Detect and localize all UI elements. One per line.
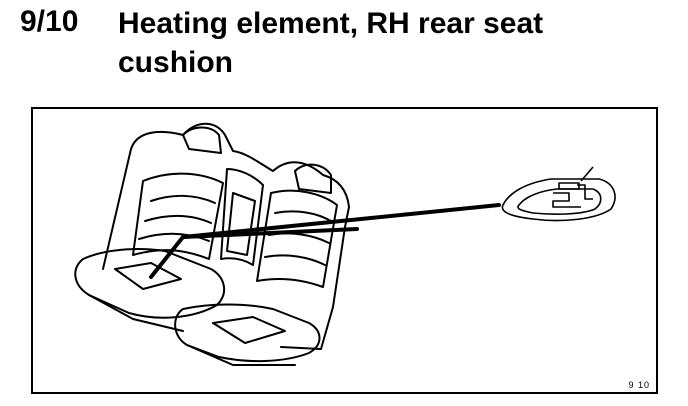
leader-line-lower bbox=[181, 227, 359, 239]
headrest-right bbox=[294, 163, 332, 194]
leader-line-upper bbox=[181, 203, 501, 239]
heating-element-wire2 bbox=[577, 184, 593, 200]
backrest-panel-right bbox=[256, 189, 338, 288]
seat-cushion-left-pad bbox=[114, 262, 182, 290]
backrest-center-inner bbox=[226, 192, 256, 256]
heating-element-inner bbox=[517, 188, 602, 215]
heating-element-connector bbox=[558, 182, 580, 190]
seat-front-edge-right bbox=[186, 344, 296, 366]
backrest-panel-left bbox=[132, 172, 224, 260]
page-title: Heating element, RH rear seat cushion bbox=[118, 7, 544, 79]
seat-cushion-right-pad bbox=[212, 316, 286, 344]
seat-cushion-left bbox=[74, 248, 226, 319]
heating-element-pad bbox=[501, 178, 616, 222]
leader-line-down bbox=[149, 235, 185, 279]
section-number: 9/10 bbox=[20, 5, 79, 38]
seat-front-edge bbox=[88, 294, 184, 332]
backrest-panel-right-inner3 bbox=[264, 254, 326, 266]
backrest-panel-left-inner2 bbox=[144, 214, 212, 224]
headrest-left bbox=[182, 126, 222, 154]
seat-cushion-right bbox=[174, 303, 321, 363]
backrest-panel-right-inner bbox=[274, 210, 332, 222]
backrest-panel-left-inner bbox=[150, 194, 216, 204]
backrest-center bbox=[220, 168, 264, 266]
heating-element-lead bbox=[580, 166, 594, 182]
illustration-frame: 9 10 bbox=[31, 107, 658, 394]
figure-id-label: 9 10 bbox=[628, 380, 650, 390]
backrest-panel-left-inner3 bbox=[138, 232, 210, 242]
seat-back-outline bbox=[102, 122, 350, 350]
heating-element-wire bbox=[552, 192, 581, 208]
heating-element-detail bbox=[501, 166, 616, 222]
rear-seat-illustration bbox=[74, 122, 616, 366]
backrest-panel-right-inner2 bbox=[268, 232, 330, 244]
